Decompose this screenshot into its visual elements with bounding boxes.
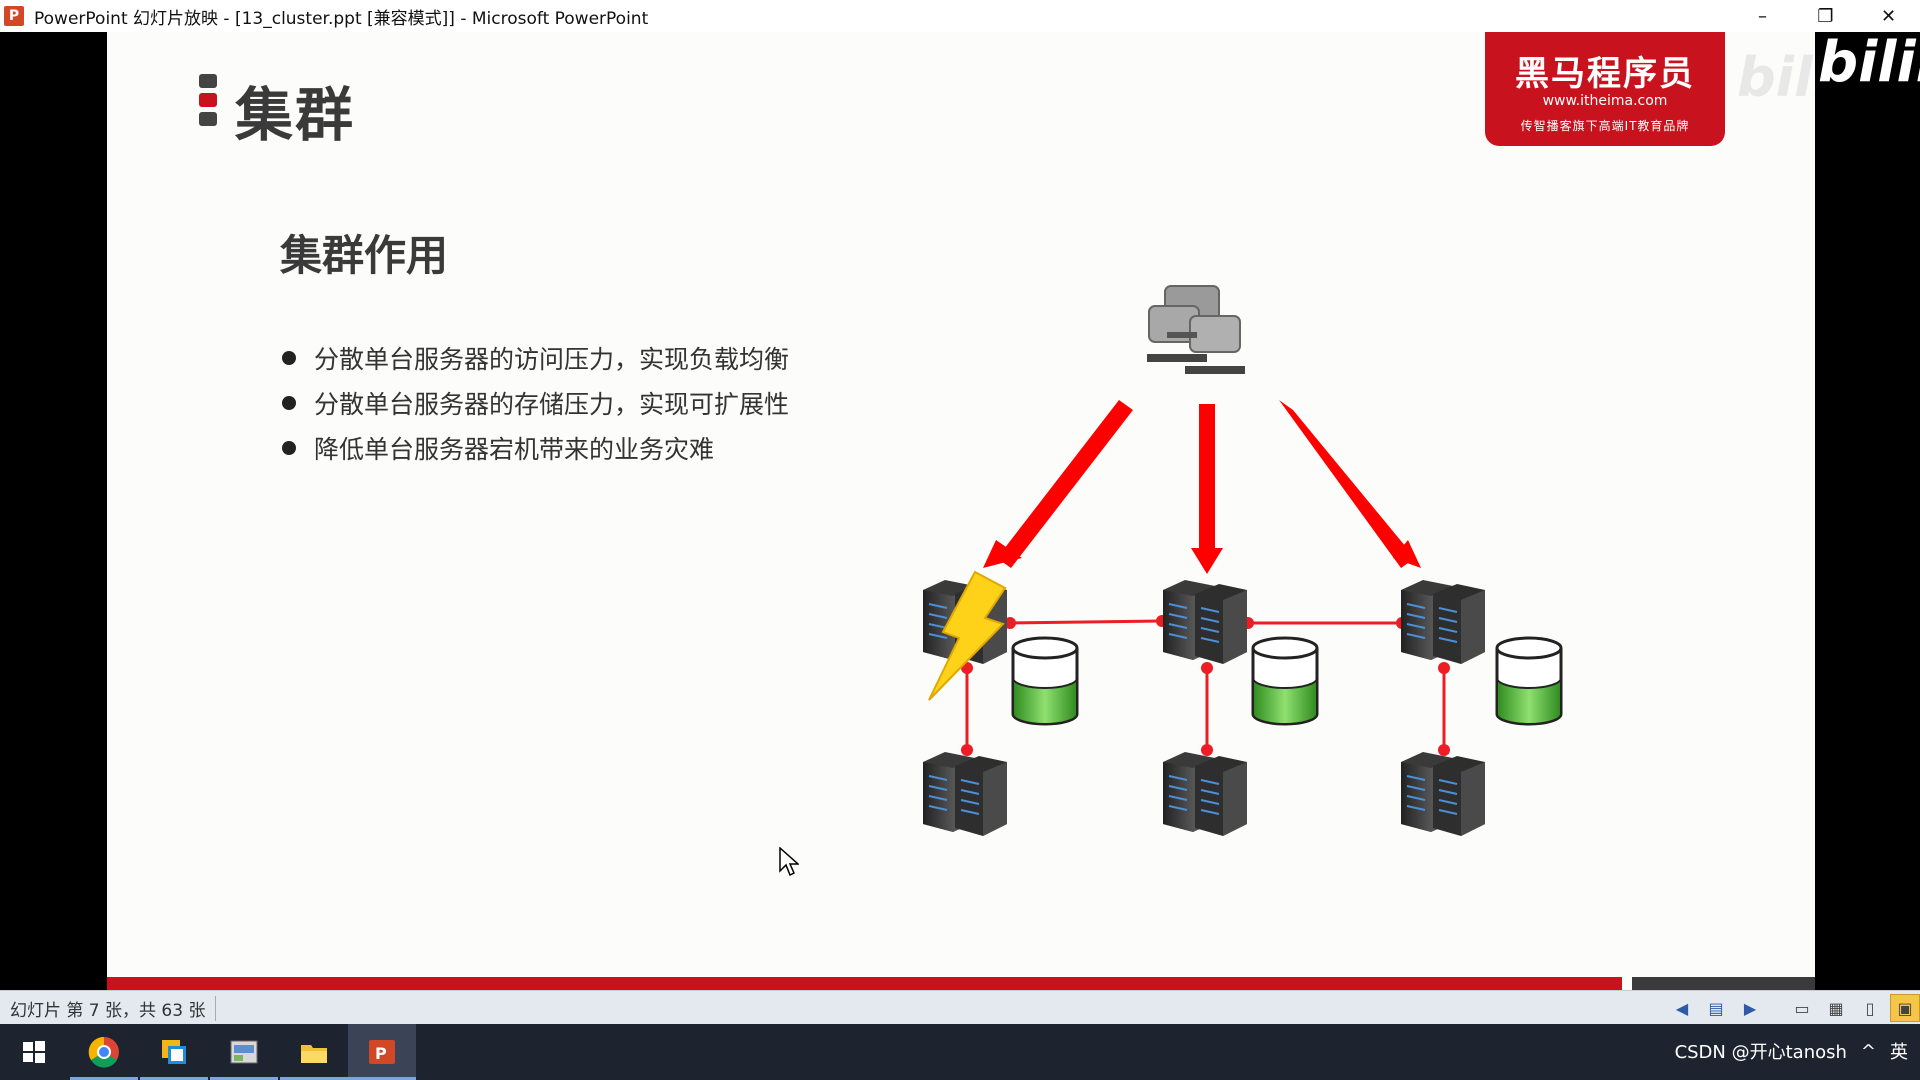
taskbar-running-indicator <box>210 1077 278 1080</box>
bilibili-watermark-overlay: bilibili <box>1818 30 1920 95</box>
taskbar-running-indicator <box>140 1077 208 1080</box>
previous-slide-icon[interactable]: ◀ <box>1675 998 1689 1018</box>
server-icon <box>1400 751 1486 837</box>
logo-tagline-text: 传智播客旗下高端IT教育品牌 <box>1520 119 1690 133</box>
svg-text:P: P <box>375 1044 387 1063</box>
bullet-item: 降低单台服务器宕机带来的业务灾难 <box>282 425 789 470</box>
logo-brand-text: 黑马程序员 <box>1515 54 1695 94</box>
vmware-icon <box>162 1040 186 1064</box>
lightning-bolt-icon <box>928 570 1007 701</box>
taskbar-vmware[interactable] <box>140 1024 208 1080</box>
powerpoint-icon: P <box>369 1040 395 1064</box>
logo-url-text: www.itheima.com <box>1542 93 1668 109</box>
bilibili-watermark: bilibili <box>1737 46 1815 109</box>
bullet-item: 分散单台服务器的访问压力，实现负载均衡 <box>282 335 789 380</box>
slide-left-margin <box>0 32 107 990</box>
database-icon <box>1251 636 1319 726</box>
slideshow-view-icon[interactable]: ▣ <box>1890 994 1920 1022</box>
bullet-text: 降低单台服务器宕机带来的业务灾难 <box>314 434 715 464</box>
itheima-logo: 黑马程序员 www.itheima.com 传智播客旗下高端IT教育品牌 <box>1485 32 1725 146</box>
reading-view-icon[interactable]: ▯ <box>1865 998 1875 1018</box>
slide-menu-icon[interactable]: ▤ <box>1708 998 1724 1018</box>
request-arrows <box>983 400 1421 574</box>
next-slide-icon[interactable]: ▶ <box>1743 998 1757 1018</box>
tray-expand-icon[interactable]: ^ <box>1860 1040 1876 1062</box>
bullet-item: 分散单台服务器的存储压力，实现可扩展性 <box>282 380 789 425</box>
start-button[interactable] <box>0 1024 68 1080</box>
taskbar-control-panel[interactable] <box>210 1024 278 1080</box>
powerpoint-app-icon: P <box>4 6 24 26</box>
bullet-dot-icon <box>282 395 296 410</box>
minimize-button[interactable]: – <box>1758 5 1767 27</box>
normal-view-icon[interactable]: ▭ <box>1794 998 1810 1018</box>
taskbar-file-explorer[interactable] <box>280 1024 348 1080</box>
restore-button[interactable]: ❐ <box>1817 5 1834 27</box>
slide-right-margin <box>1815 32 1920 990</box>
status-bar: 幻灯片 第 7 张，共 63 张 ◀ ▤ ▶ ▭ ▦ ▯ ▣ <box>0 990 1920 1025</box>
close-button[interactable]: ✕ <box>1880 5 1897 27</box>
chrome-icon <box>88 1036 119 1068</box>
taskbar-chrome[interactable] <box>70 1024 138 1080</box>
window-controls: – ❐ ✕ <box>1731 0 1920 32</box>
database-icon <box>1011 636 1079 726</box>
windows-taskbar: P CSDN @开心tanosh ^ 英 <box>0 1024 1920 1080</box>
taskbar-running-indicator <box>70 1077 138 1080</box>
section-heading: 集群作用 <box>280 231 449 280</box>
slide-title: 集群 <box>235 81 356 149</box>
slide-footer-bar <box>107 977 1622 990</box>
slide-counter: 幻灯片 第 7 张，共 63 张 <box>10 995 217 1021</box>
bullet-list: 分散单台服务器的访问压力，实现负载均衡 分散单台服务器的存储压力，实现可扩展性 … <box>282 335 789 470</box>
status-icons: ◀ ▤ ▶ ▭ ▦ ▯ ▣ <box>1662 991 1920 1025</box>
database-icon <box>1495 636 1563 726</box>
slide-sorter-icon[interactable]: ▦ <box>1828 998 1844 1018</box>
server-icon <box>1162 751 1248 837</box>
window-titlebar: P PowerPoint 幻灯片放映 - [13_cluster.ppt [兼容… <box>0 0 1920 32</box>
slide-canvas[interactable]: 集群 黑马程序员 www.itheima.com 传智播客旗下高端IT教育品牌 … <box>107 32 1815 990</box>
heading-marker-icon <box>199 74 217 131</box>
cluster-links <box>965 619 1446 750</box>
file-explorer-icon <box>301 1045 327 1063</box>
taskbar-running-indicator <box>280 1077 348 1080</box>
slide-footer-bar-dark <box>1632 977 1815 990</box>
ime-indicator[interactable]: 英 <box>1890 1042 1908 1063</box>
cluster-diagram <box>922 285 1563 837</box>
bullet-text: 分散单台服务器的存储压力，实现可扩展性 <box>314 389 790 419</box>
system-tray: CSDN @开心tanosh ^ 英 <box>1675 1038 1908 1064</box>
taskbar-running-indicator <box>348 1077 416 1080</box>
window-title: PowerPoint 幻灯片放映 - [13_cluster.ppt [兼容模式… <box>34 8 649 29</box>
tray-caption: CSDN @开心tanosh <box>1674 1042 1847 1063</box>
start-icon <box>23 1041 45 1063</box>
server-icon <box>1400 579 1486 665</box>
bullet-text: 分散单台服务器的访问压力，实现负载均衡 <box>314 344 790 374</box>
mouse-cursor-icon <box>779 847 799 877</box>
client-computers-icon <box>1147 285 1245 374</box>
bullet-dot-icon <box>282 350 296 365</box>
server-icon <box>1162 579 1248 665</box>
control-panel-icon <box>230 1040 258 1064</box>
taskbar-powerpoint[interactable]: P <box>348 1024 416 1080</box>
server-icon <box>922 751 1008 837</box>
bullet-dot-icon <box>282 440 296 455</box>
